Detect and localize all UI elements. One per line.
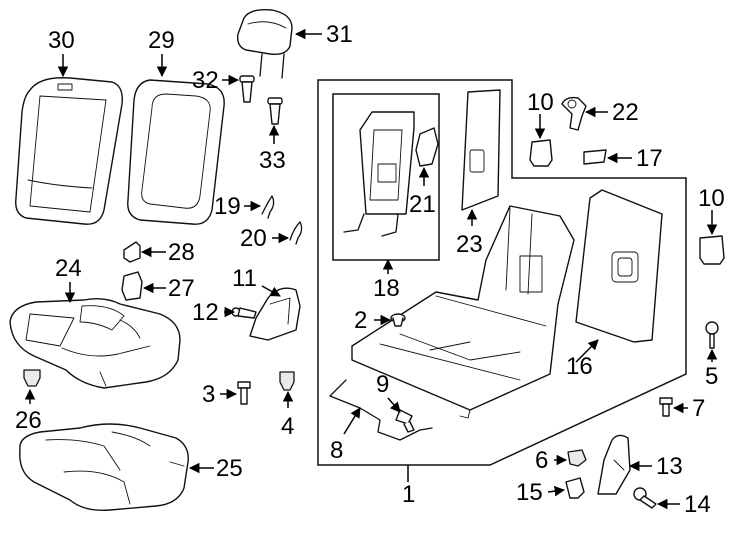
callout-11: 11 <box>232 265 257 292</box>
clip-4 <box>279 371 295 391</box>
bolt-5 <box>705 321 719 349</box>
callout-24: 24 <box>55 255 82 282</box>
back-panel-23 <box>461 89 501 211</box>
callout-7: 7 <box>692 395 705 422</box>
seatback-cover-30 <box>15 77 123 225</box>
headrest-guide-32 <box>239 75 255 103</box>
callout-15: 15 <box>516 479 543 506</box>
callout-10-upper: 10 <box>527 89 554 116</box>
callout-29: 29 <box>148 27 175 54</box>
callout-9: 9 <box>376 371 389 398</box>
callout-33: 33 <box>259 147 286 174</box>
striker-bracket-22 <box>561 96 587 131</box>
latch-21 <box>415 127 439 167</box>
callout-1: 1 <box>402 481 415 508</box>
callout-3: 3 <box>202 381 215 408</box>
hinge-cover-27 <box>121 271 143 301</box>
callout-27: 27 <box>168 275 195 302</box>
callout-labels: 30 29 31 32 33 19 20 28 27 24 11 12 3 4 … <box>15 21 725 518</box>
callout-20: 20 <box>240 225 267 252</box>
callout-10-right: 10 <box>698 185 725 212</box>
strap-15 <box>565 477 585 499</box>
bolt-7 <box>659 397 673 417</box>
release-handle-10a <box>529 139 553 167</box>
callout-17: 17 <box>636 145 663 172</box>
callout-32: 32 <box>192 67 219 94</box>
seatback-frame-18 <box>343 111 415 237</box>
seat-frame-1 <box>351 205 575 419</box>
cable-8 <box>329 379 433 441</box>
headrest-31 <box>236 8 293 79</box>
clip-20 <box>289 221 303 245</box>
callout-12: 12 <box>192 299 219 326</box>
release-handle-10b <box>699 235 725 265</box>
leader-lines <box>24 28 718 510</box>
callout-6: 6 <box>535 447 548 474</box>
callout-25: 25 <box>216 455 243 482</box>
bezel-17 <box>583 149 607 165</box>
callout-22: 22 <box>612 99 639 126</box>
clip-19 <box>261 195 275 219</box>
callout-28: 28 <box>168 239 195 266</box>
callout-30: 30 <box>48 27 75 54</box>
callout-23: 23 <box>456 231 483 258</box>
hinge-bracket-13 <box>597 434 631 495</box>
back-panel-16 <box>575 189 663 343</box>
bolt-12 <box>231 307 257 319</box>
bracket-28 <box>123 241 141 263</box>
callout-21: 21 <box>409 191 436 218</box>
callout-4: 4 <box>281 413 294 440</box>
seat-cushion-cover-25 <box>19 423 189 511</box>
callout-14: 14 <box>684 491 711 518</box>
clip-26 <box>23 369 41 387</box>
seat-cushion-pad-24 <box>9 297 181 389</box>
callout-5: 5 <box>705 363 718 390</box>
callout-31: 31 <box>326 21 353 48</box>
bolt-3 <box>237 381 251 405</box>
seatback-cover-29 <box>127 79 225 225</box>
bolt-9 <box>395 409 415 433</box>
callout-13: 13 <box>656 453 683 480</box>
callout-19: 19 <box>214 193 241 220</box>
callout-2: 2 <box>354 307 367 334</box>
hinge-trim-11 <box>249 287 301 341</box>
callout-16: 16 <box>566 353 593 380</box>
headrest-guide-33 <box>267 97 283 125</box>
callout-8: 8 <box>330 437 343 464</box>
grommet-2 <box>390 313 406 327</box>
callout-26: 26 <box>15 407 42 434</box>
assembly-frame-outline <box>317 79 687 466</box>
clip-pin-14 <box>633 487 657 509</box>
clip-6 <box>567 449 587 467</box>
callout-18: 18 <box>373 275 400 302</box>
